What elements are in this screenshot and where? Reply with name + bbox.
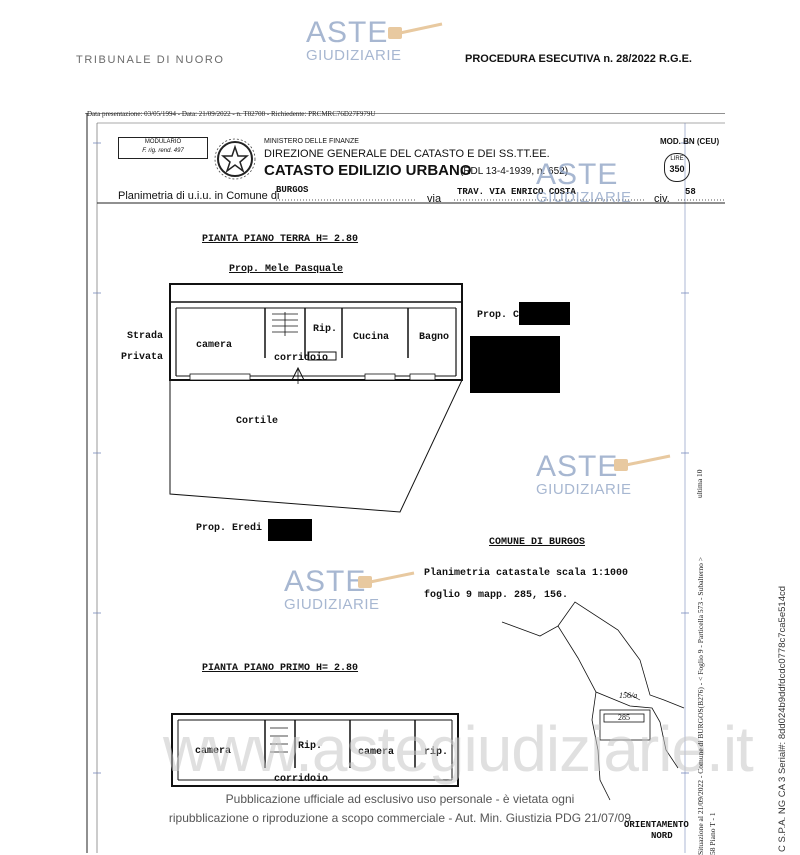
watermark-url: www.astegiudiziarie.it: [163, 713, 754, 785]
court-name: TRIBUNALE DI NUORO: [76, 54, 225, 66]
catasto-title: CATASTO EDILIZIO URBANO: [264, 162, 472, 179]
planimetria-prefix: Planimetria di u.i.u. in Comune di: [118, 190, 280, 202]
room-bagno: Bagno: [419, 332, 450, 343]
civ-label: civ.: [654, 193, 670, 205]
via-value: TRAV. VIA ENRICO COSTA: [457, 187, 576, 197]
gavel-icon: [614, 454, 671, 471]
aste-logo-form: ASTE GIUDIZIARIE: [536, 158, 632, 206]
gavel-icon: [388, 22, 443, 39]
procedure-number: PROCEDURA ESECUTIVA n. 28/2022 R.G.E.: [465, 53, 692, 65]
republic-emblem-icon: [214, 138, 256, 180]
publication-notice: Pubblicazione ufficiale ad esclusivo uso…: [160, 790, 640, 828]
room-rip: Rip.: [313, 324, 338, 335]
aste-logo-lower: ASTE GIUDIZIARIE: [284, 565, 380, 613]
logo-word-giudiziarie: GIUDIZIARIE: [536, 481, 632, 498]
logo-word-giudiziarie: GIUDIZIARIE: [284, 596, 380, 613]
ground-floor-plan: [169, 283, 463, 513]
cadastral-map: [501, 601, 685, 801]
strada-label: Strada: [127, 331, 164, 342]
room-rip-first: Rip.: [298, 741, 323, 752]
room-camera-first-2: camera: [358, 747, 395, 758]
room-camera: camera: [196, 340, 233, 351]
form-underlines: [276, 199, 724, 201]
first-floor-plan: [171, 713, 459, 787]
parcel-156: 156/a: [619, 691, 638, 700]
publication-line-1: Pubblicazione ufficiale ad esclusivo uso…: [225, 792, 575, 806]
room-cucina: Cucina: [353, 332, 390, 343]
room-camera-first: camera: [195, 746, 232, 757]
comune-value: BURGOS: [276, 185, 309, 195]
direction-name: DIREZIONE GENERALE DEL CATASTO E DEI SS.…: [264, 148, 550, 160]
via-label: via: [427, 193, 442, 205]
cadastral-sheet: [85, 113, 725, 853]
stamp-lire: LIRE 350: [664, 153, 690, 182]
comune-title: COMUNE DI BURGOS: [489, 537, 586, 548]
redaction-block: [268, 519, 312, 541]
neighbor-top-label: Prop. Mele Pasquale: [229, 264, 344, 275]
prop-right-label: Prop. C: [477, 310, 520, 321]
redaction-block: [519, 302, 570, 325]
stamp-value: 350: [669, 164, 685, 174]
logo-word-giudiziarie: GIUDIZIARIE: [306, 47, 402, 64]
north-label: NORD: [651, 831, 673, 841]
aste-logo-mid: ASTE GIUDIZIARIE: [536, 450, 632, 498]
logo-word-aste: ASTE: [306, 16, 389, 49]
civ-value: 58: [685, 187, 696, 197]
room-corridoio-first: corridoio: [274, 774, 329, 785]
prop-eredi-label: Prop. Eredi: [196, 523, 263, 534]
redaction-block: [470, 336, 560, 393]
room-rip-first-2: rip.: [424, 747, 449, 758]
logo-word-aste: ASTE: [536, 158, 619, 191]
gavel-icon: [358, 571, 415, 588]
area-cortile: Cortile: [236, 416, 279, 427]
logo-word-aste: ASTE: [284, 565, 367, 598]
side-ultima: ultima 10: [695, 469, 704, 498]
aste-logo-top: ASTE GIUDIZIARIE: [306, 16, 402, 64]
sheet-frame: [85, 113, 725, 853]
ground-floor-title: PIANTA PIANO TERRA H= 2.80: [202, 234, 359, 245]
modulario-ref: F. rig. rend. 497: [142, 148, 184, 154]
room-corridoio: corridoio: [274, 353, 329, 364]
stamp-label: LIRE: [670, 156, 684, 162]
ministry-name: MINISTERO DELLE FINANZE: [264, 138, 359, 145]
side-serial: C S.P.A. NG CA 3 Serial#: 8dd024b9ddfdcd…: [777, 585, 788, 852]
side-situazione: Situazione al 21/09/2022 - Comune di BUR…: [696, 556, 705, 855]
submission-meta: Data presentazione: 03/05/1994 - Data: 2…: [87, 110, 376, 118]
rdl-reference: (RDL 13-4-1939, n. 652): [460, 166, 569, 177]
mod-code: MOD. BN (CEU): [660, 137, 720, 146]
first-floor-title: PIANTA PIANO PRIMO H= 2.80: [202, 663, 359, 674]
orientation-label: ORIENTAMENTO: [624, 820, 689, 830]
publication-line-2: ripubblicazione o riproduzione a scopo c…: [168, 811, 632, 825]
parcel-285: 285: [618, 713, 630, 722]
modulario-box: MODULARIO F. rig. rend. 497: [118, 137, 208, 159]
logo-word-aste: ASTE: [536, 450, 619, 483]
side-indirizzo: 58 Piano T - 1: [708, 812, 717, 855]
privata-label: Privata: [121, 352, 164, 363]
modulario-title: MODULARIO: [144, 139, 182, 145]
foglio-note: foglio 9 mapp. 285, 156.: [424, 590, 569, 601]
scale-note: Planimetria catastale scala 1:1000: [424, 568, 629, 579]
logo-word-giudiziarie: GIUDIZIARIE: [536, 189, 632, 206]
